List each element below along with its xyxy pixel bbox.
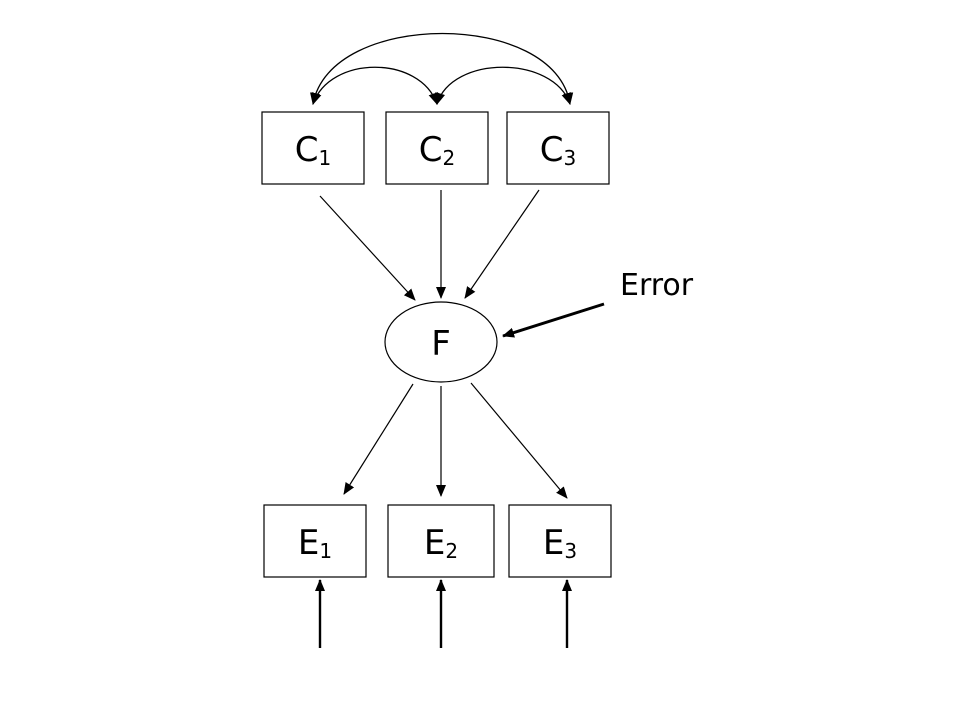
arrow-c1-to-factor [319, 195, 416, 301]
covariance-arc-c2-c3 [436, 66, 572, 105]
cause-box-c2 [385, 111, 489, 185]
covariance-arc-c1-c2-start [311, 91, 322, 105]
covariance-arc-c2-c3-start [435, 92, 446, 105]
effect-box-e1 [263, 504, 367, 578]
effect-index-e1: 1 [319, 539, 333, 563]
effect-label-e1: E1 [297, 523, 333, 563]
arrow-error-to-factor [502, 302, 605, 338]
effect-label-e2: E2 [423, 523, 459, 563]
effect-letter-e2: E [423, 523, 446, 563]
effect-index-e3: 3 [564, 539, 578, 563]
effect-label-e3: E3 [542, 523, 578, 563]
cause-index-c3: 3 [563, 146, 577, 170]
arrow-factor-to-e1 [343, 383, 414, 495]
arrow-factor-to-e3 [470, 382, 568, 499]
covariance-arc-c1-c2 [312, 66, 439, 105]
error-label: Error [620, 271, 693, 301]
cause-index-c2: 2 [442, 146, 456, 170]
cause-letter-c3: C [539, 130, 564, 170]
cause-letter-c2: C [418, 130, 443, 170]
cause-label-c3: C3 [539, 130, 577, 170]
factor-ellipse [384, 301, 498, 383]
error-label-text: Error [620, 268, 694, 303]
effect-box-e3 [508, 504, 612, 578]
factor-label-text: F [431, 324, 451, 364]
effect-letter-e3: E [542, 523, 565, 563]
cause-letter-c1: C [294, 130, 319, 170]
cause-index-c1: 1 [318, 146, 332, 170]
covariance-arc-c1-c3 [312, 33, 574, 105]
effect-index-e2: 2 [445, 539, 459, 563]
factor-label: F [431, 327, 451, 361]
effect-letter-e1: E [297, 523, 320, 563]
cause-label-c1: C1 [294, 130, 332, 170]
effect-box-e2 [387, 504, 495, 578]
cause-label-c2: C2 [418, 130, 456, 170]
cause-box-c3 [506, 111, 610, 185]
arrow-c3-to-factor [464, 189, 540, 299]
cause-box-c1 [261, 111, 365, 185]
